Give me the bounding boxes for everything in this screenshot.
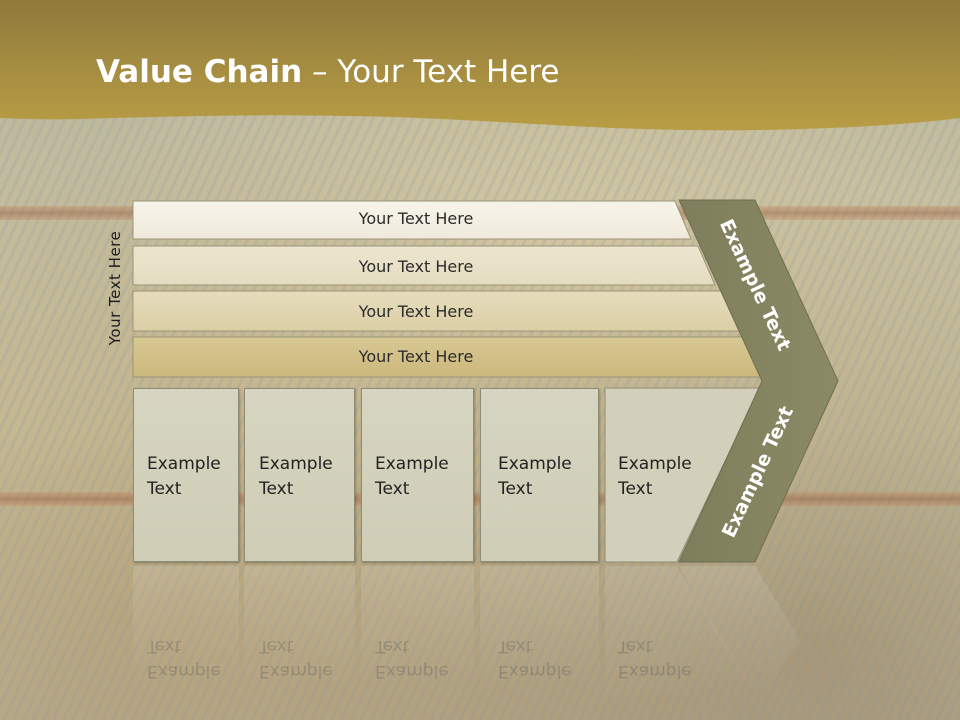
box-text-line: Example (618, 454, 692, 474)
box-text-line: Text (147, 479, 182, 499)
reflection (133, 566, 800, 700)
row-label-1: Your Text Here (358, 209, 474, 228)
row-label-3: Your Text Here (358, 302, 474, 321)
box-text-line: Text (375, 479, 410, 499)
title-rest: – Your Text Here (302, 54, 560, 90)
box-text-line: Text (618, 479, 653, 499)
last-box-shape (604, 387, 761, 563)
slide-title: Value Chain – Your Text Here (96, 54, 559, 90)
row-label-4: Your Text Here (358, 347, 474, 366)
row-label-2: Your Text Here (358, 257, 474, 276)
box-text-line: Example (259, 454, 333, 474)
chevron-arrow (678, 199, 839, 563)
activity-box-2 (244, 388, 355, 562)
activity-box-1 (133, 388, 239, 562)
title-bold: Value Chain (96, 54, 303, 90)
box-text-line: Example (147, 454, 221, 474)
box-text-line: Example (498, 454, 572, 474)
box-text-line: Example (375, 454, 449, 474)
row-bar-2 (132, 245, 716, 286)
activity-box-4 (480, 388, 599, 562)
box-text-line: Text (259, 479, 294, 499)
row-bar-1 (132, 200, 692, 240)
activity-box-3 (361, 388, 474, 562)
title-bar (0, 0, 960, 131)
box-text-line: Text (498, 479, 533, 499)
